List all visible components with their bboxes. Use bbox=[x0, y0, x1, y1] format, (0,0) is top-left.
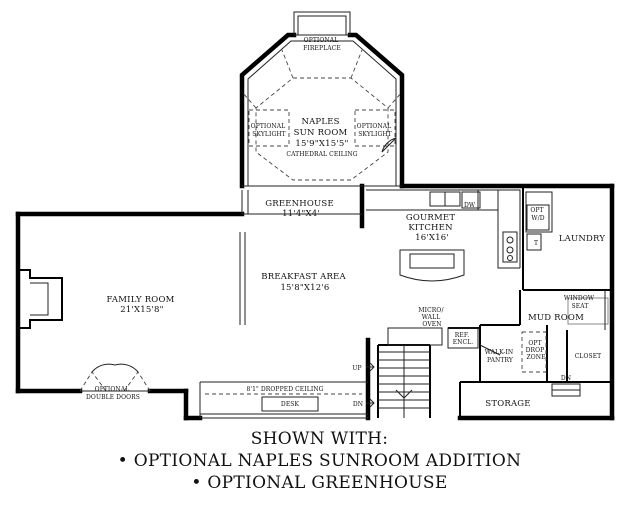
walkin-pantry-label: WALK-IN PANTRY bbox=[485, 349, 516, 364]
fireplace-bump bbox=[293, 11, 351, 36]
double-doors-label: OPTIONAL DOUBLE DOORS bbox=[86, 386, 140, 401]
opt-drop-zone-label: OPT DROP ZONE bbox=[526, 340, 547, 361]
ref-encl-label: REF. ENCL. bbox=[453, 332, 474, 346]
drop-zone bbox=[521, 331, 547, 373]
mud-room-steps bbox=[551, 383, 581, 397]
skylight-right-label: OPTIONAL SKYLIGHT bbox=[357, 123, 394, 138]
bottom-glass bbox=[80, 381, 368, 419]
skylight-left bbox=[248, 109, 290, 147]
greenhouse-walls bbox=[241, 185, 402, 215]
opt-wd-label: OPT W/D bbox=[530, 207, 545, 222]
dw-label: DW bbox=[464, 202, 476, 209]
kitchen-counters bbox=[366, 189, 521, 269]
window-seat-label: WINDOW SEAT bbox=[564, 295, 596, 310]
family-fireplace bbox=[18, 269, 63, 329]
window-seat bbox=[567, 297, 609, 325]
optional-fireplace-label: OPTIONAL FIREPLACE bbox=[303, 37, 341, 52]
t-label: T bbox=[534, 240, 538, 247]
sliding-door bbox=[239, 232, 246, 325]
breakfast-label: BREAKFAST AREA 15'8"X12'6 bbox=[261, 272, 348, 293]
double-doors bbox=[79, 363, 151, 392]
dropped-ceiling-label: 8'1" DROPPED CEILING bbox=[246, 386, 323, 393]
family-room-label: FAMILY ROOM 21'X15'8" bbox=[107, 295, 178, 315]
sun-room-walls bbox=[239, 32, 405, 189]
cathedral-ceiling-label: CATHEDRAL CEILING bbox=[286, 151, 357, 158]
mud-room-label: MUD ROOM bbox=[528, 313, 584, 323]
greenhouse-label: GREENHOUSE 11'4"X4' bbox=[265, 199, 337, 219]
desk bbox=[261, 396, 319, 412]
desk-label: DESK bbox=[281, 401, 300, 408]
micro-oven-label: MICRO/ WALL OVEN bbox=[418, 307, 445, 328]
footer-item-greenhouse: • OPTIONAL GREENHOUSE bbox=[191, 473, 448, 493]
storage-label: STORAGE bbox=[485, 399, 530, 409]
kitchen-island bbox=[399, 249, 465, 282]
skylight-right bbox=[354, 109, 396, 147]
wall-oven bbox=[387, 327, 443, 346]
footer: SHOWN WITH: • OPTIONAL NAPLES SUNROOM AD… bbox=[0, 428, 639, 494]
skylight-left-label: OPTIONAL SKYLIGHT bbox=[251, 123, 288, 138]
laundry-label: LAUNDRY bbox=[559, 234, 606, 244]
closet-label: CLOSET bbox=[575, 353, 602, 360]
stairs bbox=[366, 345, 430, 418]
up-label: UP bbox=[352, 365, 361, 372]
pantry-door bbox=[479, 344, 501, 356]
main-walls bbox=[15, 183, 615, 421]
sunroom-door-swing bbox=[381, 137, 397, 153]
sun-room-label: NAPLES SUN ROOM 15'9"X15'5" bbox=[294, 117, 351, 149]
kitchen-label: GOURMET KITCHEN 16'X16' bbox=[406, 213, 458, 243]
footer-item-sunroom: • OPTIONAL NAPLES SUNROOM ADDITION bbox=[117, 451, 522, 471]
cathedral-ceiling-outline bbox=[255, 77, 389, 181]
dn-stairs-label: DN bbox=[353, 401, 363, 408]
laundry-appliances bbox=[525, 191, 553, 251]
dn-mud-label: DN bbox=[561, 375, 571, 382]
shown-with-heading: SHOWN WITH: bbox=[250, 429, 389, 449]
